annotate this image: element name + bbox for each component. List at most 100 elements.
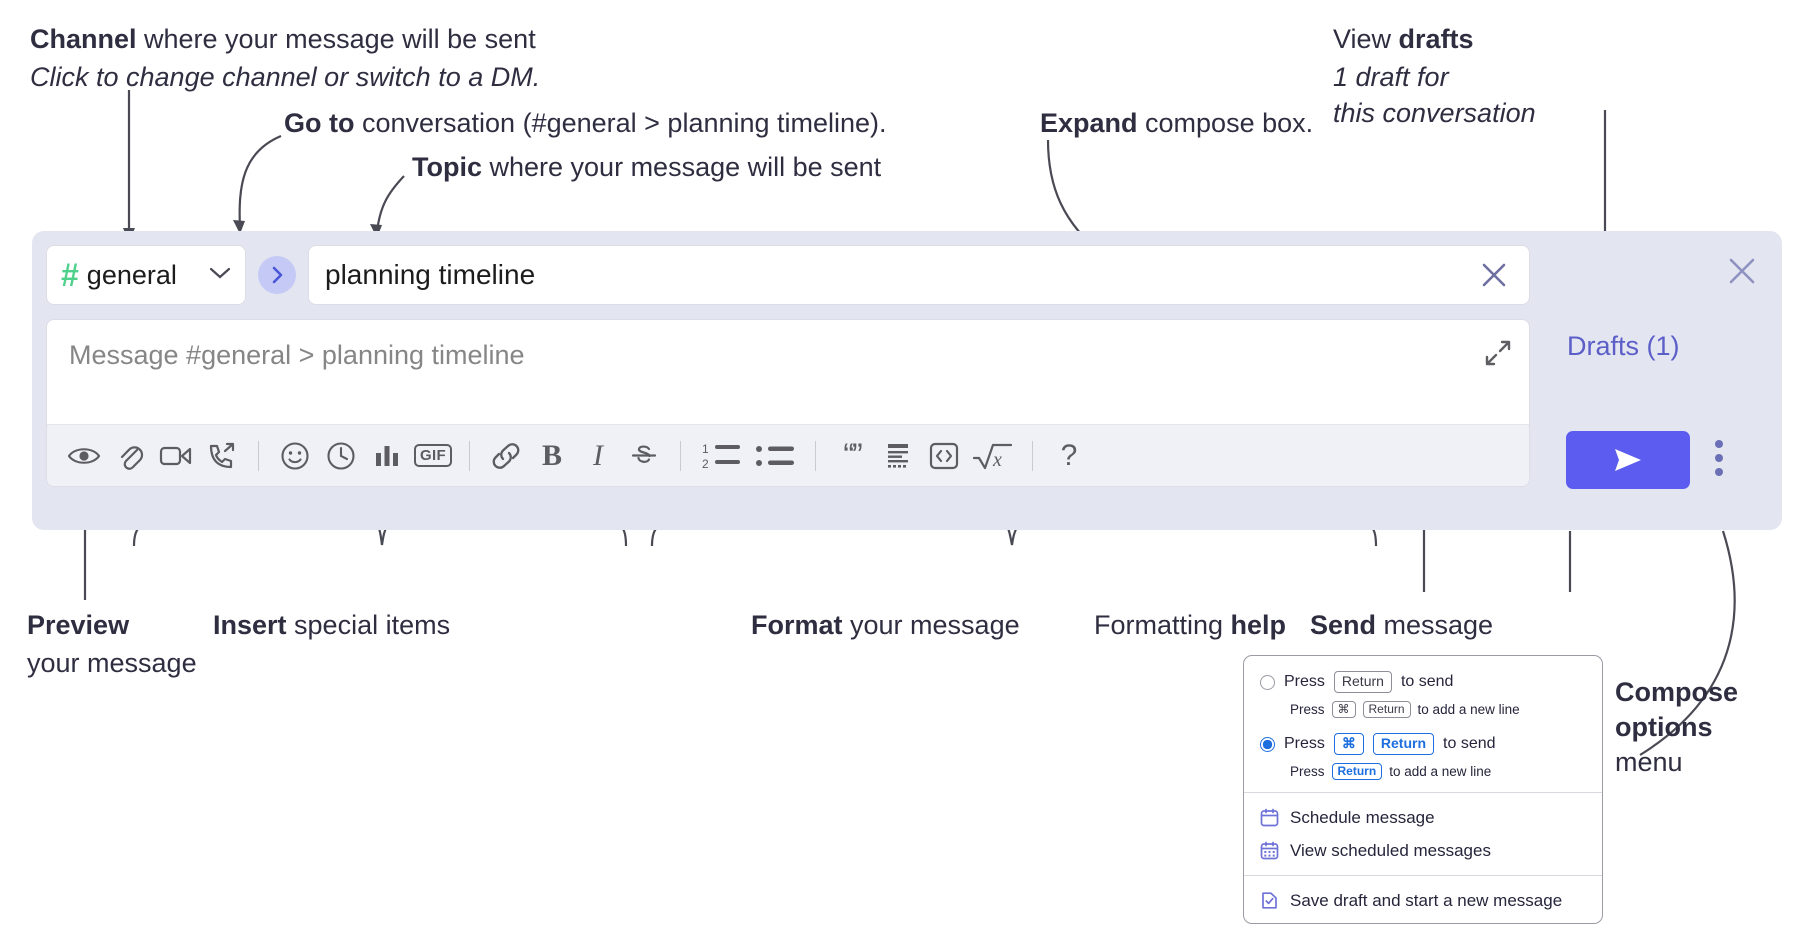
- annotation-insert: Insert special items: [213, 608, 450, 642]
- radio-cmd-return[interactable]: [1260, 736, 1275, 752]
- ordered-list-icon[interactable]: 1 2: [694, 433, 750, 479]
- preview-icon[interactable]: [61, 433, 107, 479]
- annotation-drafts: View drafts 1 draft for this conversatio…: [1333, 22, 1536, 130]
- goto-conversation-button[interactable]: [258, 256, 296, 294]
- channel-picker[interactable]: # general: [46, 245, 246, 305]
- menu-item-schedule-message[interactable]: Schedule message: [1244, 801, 1602, 834]
- annotation-insert-bold: Insert: [213, 610, 287, 640]
- toolbar-divider: [469, 440, 470, 471]
- toolbar-divider: [815, 440, 816, 471]
- compose-options-menu: Press Return to send Press ⌘ Return to a…: [1243, 655, 1603, 924]
- annotation-channel-bold: Channel: [30, 24, 137, 54]
- menu-item-label: Schedule message: [1290, 807, 1435, 827]
- key-command: ⌘: [1331, 700, 1356, 718]
- huddle-icon[interactable]: [199, 433, 245, 479]
- annotation-insert-rest: special items: [286, 610, 451, 640]
- italic-icon[interactable]: I: [575, 433, 621, 479]
- calendar-icon: [1260, 808, 1279, 827]
- compose-inner: # general planning timeline Message #gen…: [46, 245, 1530, 487]
- annotation-compose-options-rest: menu: [1615, 747, 1683, 778]
- save-draft-icon: [1260, 891, 1279, 910]
- annotation-format-bold: Format: [751, 610, 843, 640]
- svg-text:1: 1: [702, 442, 709, 456]
- close-icon[interactable]: [1477, 258, 1511, 292]
- menu-divider: [1244, 792, 1602, 793]
- annotation-send-bold: Send: [1310, 610, 1377, 640]
- bold-label: B: [541, 438, 562, 472]
- annotation-channel: Channel where your message will be sent …: [30, 22, 540, 94]
- key-return: Return: [1362, 700, 1411, 718]
- annotation-compose-options: Compose options menu: [1615, 675, 1738, 780]
- compose-header-row: # general planning timeline: [46, 245, 1530, 305]
- send-option2-post: to send: [1443, 735, 1496, 752]
- expand-icon[interactable]: [1483, 338, 1513, 373]
- annotation-goto-rest: conversation (#general > planning timeli…: [354, 108, 887, 138]
- annotation-expand-rest: compose box.: [1137, 108, 1314, 138]
- annotation-channel-rest: where your message will be sent: [136, 24, 536, 54]
- video-icon[interactable]: [153, 433, 199, 479]
- annotation-preview-bold: Preview: [27, 610, 130, 640]
- annotation-preview: Preview your message: [27, 608, 197, 680]
- more-options-icon[interactable]: [1715, 440, 1723, 476]
- menu-item-save-draft[interactable]: Save draft and start a new message: [1244, 884, 1602, 917]
- annotation-compose-options-bold2: options: [1615, 712, 1713, 743]
- strikethrough-icon[interactable]: [621, 433, 667, 479]
- clock-icon[interactable]: [318, 433, 364, 479]
- radio-return[interactable]: [1260, 674, 1275, 690]
- annotation-expand: Expand compose box.: [1040, 106, 1313, 140]
- key-return: Return: [1331, 762, 1383, 780]
- compose-right-column: Drafts (1): [1547, 231, 1782, 530]
- blockquote-icon[interactable]: “”: [829, 433, 875, 479]
- poll-icon[interactable]: [364, 433, 410, 479]
- annotation-help-bold: help: [1230, 610, 1287, 640]
- close-icon[interactable]: [1726, 255, 1758, 292]
- svg-text:x: x: [992, 449, 1002, 471]
- menu-item-label: View scheduled messages: [1290, 840, 1491, 860]
- annotation-preview-sub: your message: [27, 648, 197, 679]
- chevron-down-icon: [209, 266, 231, 285]
- key-return: Return: [1333, 671, 1392, 693]
- annotation-help: Formatting help: [1094, 608, 1286, 642]
- send-icon: [1615, 449, 1641, 471]
- gif-icon[interactable]: GIF: [410, 433, 456, 479]
- key-return: Return: [1372, 733, 1435, 755]
- menu-item-view-scheduled[interactable]: View scheduled messages: [1244, 834, 1602, 867]
- annotation-help-lead: Formatting: [1094, 610, 1231, 640]
- code-block-icon[interactable]: [875, 433, 921, 479]
- message-placeholder: Message #general > planning timeline: [69, 340, 525, 370]
- code-icon[interactable]: [921, 433, 967, 479]
- help-icon[interactable]: ?: [1046, 433, 1092, 479]
- topic-field[interactable]: planning timeline: [308, 245, 1530, 305]
- annotation-drafts-bold: drafts: [1398, 24, 1474, 54]
- drafts-link[interactable]: Drafts (1): [1567, 331, 1680, 361]
- annotation-goto: Go to conversation (#general > planning …: [284, 106, 887, 140]
- formatting-toolbar: GIF B I 1 2: [47, 424, 1529, 486]
- attachment-icon[interactable]: [107, 433, 153, 479]
- annotation-send-rest: message: [1376, 610, 1494, 640]
- message-input[interactable]: Message #general > planning timeline: [47, 320, 1529, 424]
- key-command: ⌘: [1333, 733, 1364, 755]
- compose-panel: # general planning timeline Message #gen…: [32, 231, 1782, 530]
- message-box: Message #general > planning timeline: [46, 319, 1530, 487]
- send-option-cmd-return[interactable]: Press ⌘ Return to send: [1244, 730, 1602, 758]
- hash-icon: #: [61, 257, 79, 293]
- bulleted-list-icon[interactable]: [750, 433, 802, 479]
- blockquote-label: “”: [843, 437, 862, 473]
- send-option-post: to send: [1400, 673, 1454, 690]
- emoji-icon[interactable]: [272, 433, 318, 479]
- send-button[interactable]: [1566, 431, 1690, 489]
- annotation-goto-bold: Go to: [284, 108, 355, 138]
- annotation-drafts-sub1: 1 draft for: [1333, 62, 1449, 93]
- toolbar-divider: [258, 440, 259, 471]
- channel-name-label: general: [86, 259, 177, 290]
- link-icon[interactable]: [483, 433, 529, 479]
- annotation-send: Send message: [1310, 608, 1493, 642]
- send-sub2-pre: Press: [1290, 763, 1325, 779]
- annotation-topic-bold: Topic: [412, 152, 482, 182]
- send-option-return[interactable]: Press Return to send: [1244, 668, 1602, 696]
- annotation-format-rest: your message: [842, 610, 1020, 640]
- menu-item-label: Save draft and start a new message: [1290, 890, 1563, 910]
- bold-icon[interactable]: B: [529, 433, 575, 479]
- math-icon[interactable]: x: [967, 433, 1019, 479]
- help-label: ?: [1060, 438, 1078, 472]
